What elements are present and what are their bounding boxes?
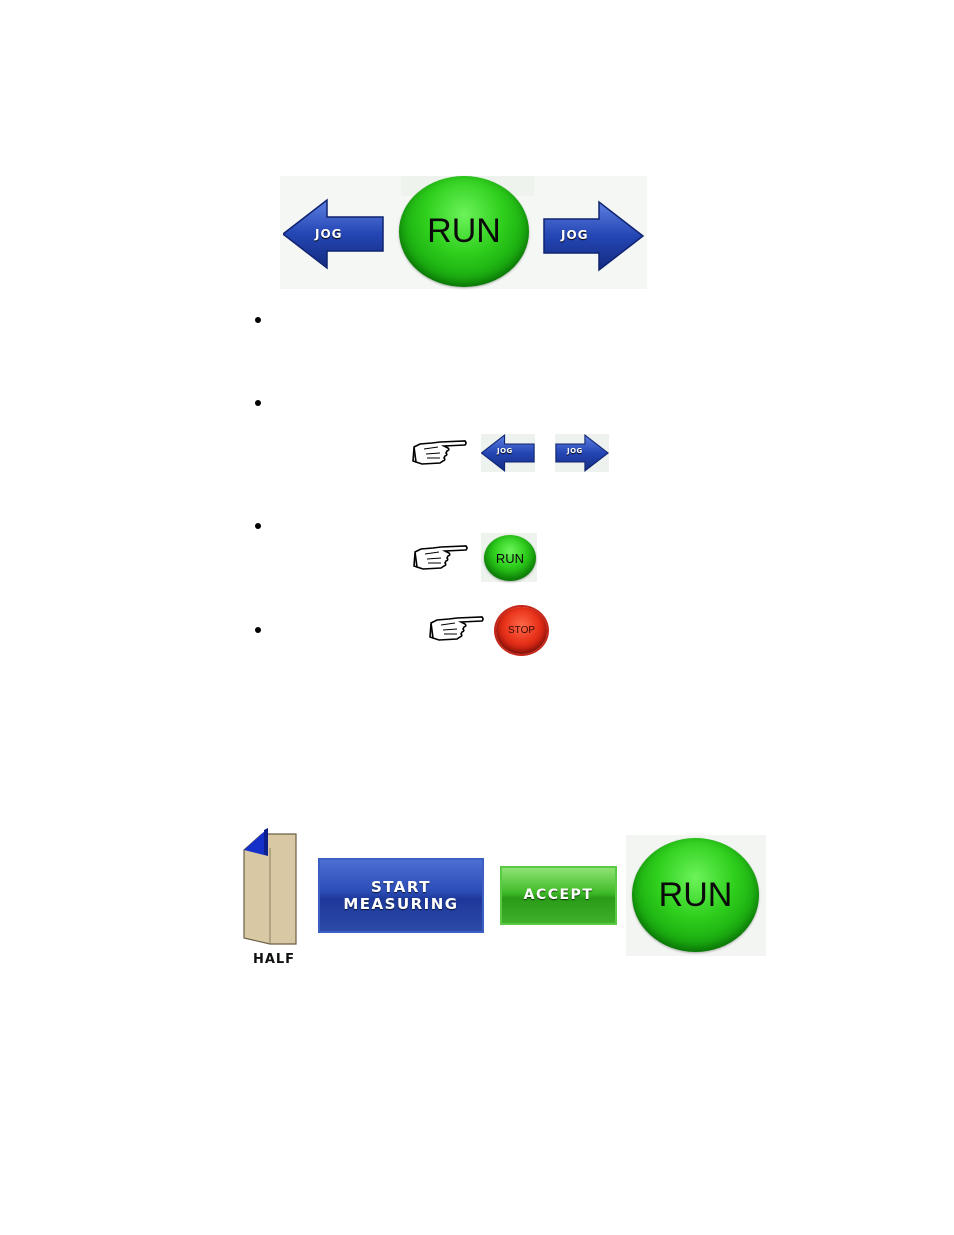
left-arrow-icon (283, 198, 384, 270)
run-button-small[interactable]: RUN (484, 535, 536, 581)
bullet (255, 317, 261, 323)
jog-left-button[interactable]: JOG (283, 198, 384, 270)
half-fold-button[interactable] (240, 826, 302, 955)
pointing-hand-icon (426, 613, 486, 648)
stop-button[interactable]: STOP (496, 607, 547, 654)
right-arrow-icon (555, 434, 609, 472)
run-button-large[interactable]: RUN (632, 838, 759, 952)
run-label: RUN (495, 550, 525, 566)
jog-right-label: JOG (561, 228, 589, 242)
accept-button[interactable]: ACCEPT (500, 866, 617, 925)
jog-right-button-small[interactable]: JOG (555, 434, 609, 472)
jog-left-label: JOG (315, 227, 343, 241)
start-measuring-text: START MEASURING (343, 879, 458, 912)
pointing-hand-icon (410, 542, 470, 577)
jog-right-button[interactable]: JOG (543, 200, 644, 272)
start-measuring-button[interactable]: START MEASURING (318, 858, 484, 933)
bullet (255, 523, 261, 529)
bullet (255, 627, 261, 633)
run-label: RUN (658, 875, 733, 914)
jog-left-label: JOG (497, 447, 513, 455)
run-label: RUN (427, 212, 501, 250)
bullet (255, 400, 261, 406)
folded-paper-icon (243, 826, 298, 945)
left-arrow-icon (481, 434, 535, 472)
accept-label: ACCEPT (523, 886, 594, 903)
run-button[interactable]: RUN (399, 176, 529, 287)
jog-right-label: JOG (567, 447, 583, 455)
pointing-hand-icon (410, 437, 468, 472)
start-measuring-line2: MEASURING (343, 894, 459, 913)
right-arrow-icon (543, 200, 644, 272)
start-measuring-line1: START (370, 878, 432, 896)
jog-left-button-small[interactable]: JOG (481, 434, 535, 472)
stop-label: STOP (507, 625, 536, 636)
half-label: HALF (252, 952, 296, 967)
